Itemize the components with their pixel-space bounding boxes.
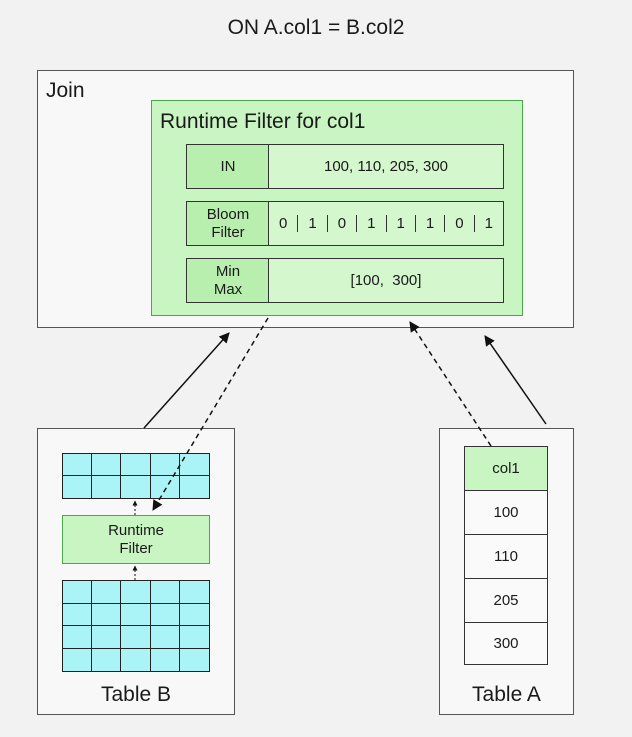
- minmax-label-cell: Min Max: [186, 258, 270, 303]
- runtime-filter-title: Runtime Filter for col1: [160, 110, 366, 133]
- bloom-bit: 1: [297, 214, 326, 233]
- bloom-bits-row: 0 1 0 1 1 1 0 1: [268, 201, 504, 246]
- bloom-bit: 1: [414, 214, 444, 233]
- table-b-source-grid: [62, 580, 210, 672]
- bloom-bit: 1: [356, 214, 385, 233]
- in-values-cell: 100, 110, 205, 300: [268, 144, 504, 189]
- join-condition-title: ON A.col1 = B.col2: [227, 16, 405, 39]
- minmax-label-line-2: Max: [213, 280, 243, 298]
- table-b-to-join-arrow: [143, 332, 230, 429]
- table-a-cell: 205: [464, 579, 548, 623]
- table-a-cell: 100: [464, 491, 548, 535]
- bloom-filter-label-cell: Bloom Filter: [186, 201, 270, 246]
- minmax-value-cell: [100, 300]: [268, 258, 504, 303]
- bloom-bit: 0: [444, 214, 473, 233]
- bloom-bit: 0: [279, 214, 288, 232]
- join-label: Join: [46, 79, 85, 102]
- table-a-to-join-arrow: [484, 335, 547, 425]
- table-b-filtered-grid: [62, 453, 210, 499]
- table-a-cell: 300: [464, 623, 548, 665]
- table-a-cell: 110: [464, 535, 548, 579]
- table-b-label: Table B: [100, 683, 172, 706]
- table-b-runtime-filter: Runtime Filter: [62, 515, 210, 564]
- minmax-label-line-1: Min: [215, 263, 241, 281]
- table-a-label: Table A: [472, 683, 541, 706]
- table-a-col1-build-arrow: [409, 321, 492, 447]
- runtime-filter-line-1: Runtime: [108, 521, 164, 539]
- runtime-filter-line-2: Filter: [119, 539, 153, 557]
- bloom-bit: 0: [326, 214, 356, 233]
- table-a-column-header: col1: [464, 446, 548, 491]
- bloom-label-line-1: Bloom: [206, 206, 250, 224]
- bloom-bit: 1: [385, 214, 415, 233]
- bloom-bit: 1: [473, 214, 503, 233]
- runtime-filter-push-down-arrow: [152, 317, 269, 511]
- in-label-cell: IN: [186, 144, 270, 189]
- bloom-label-line-2: Filter: [211, 223, 245, 241]
